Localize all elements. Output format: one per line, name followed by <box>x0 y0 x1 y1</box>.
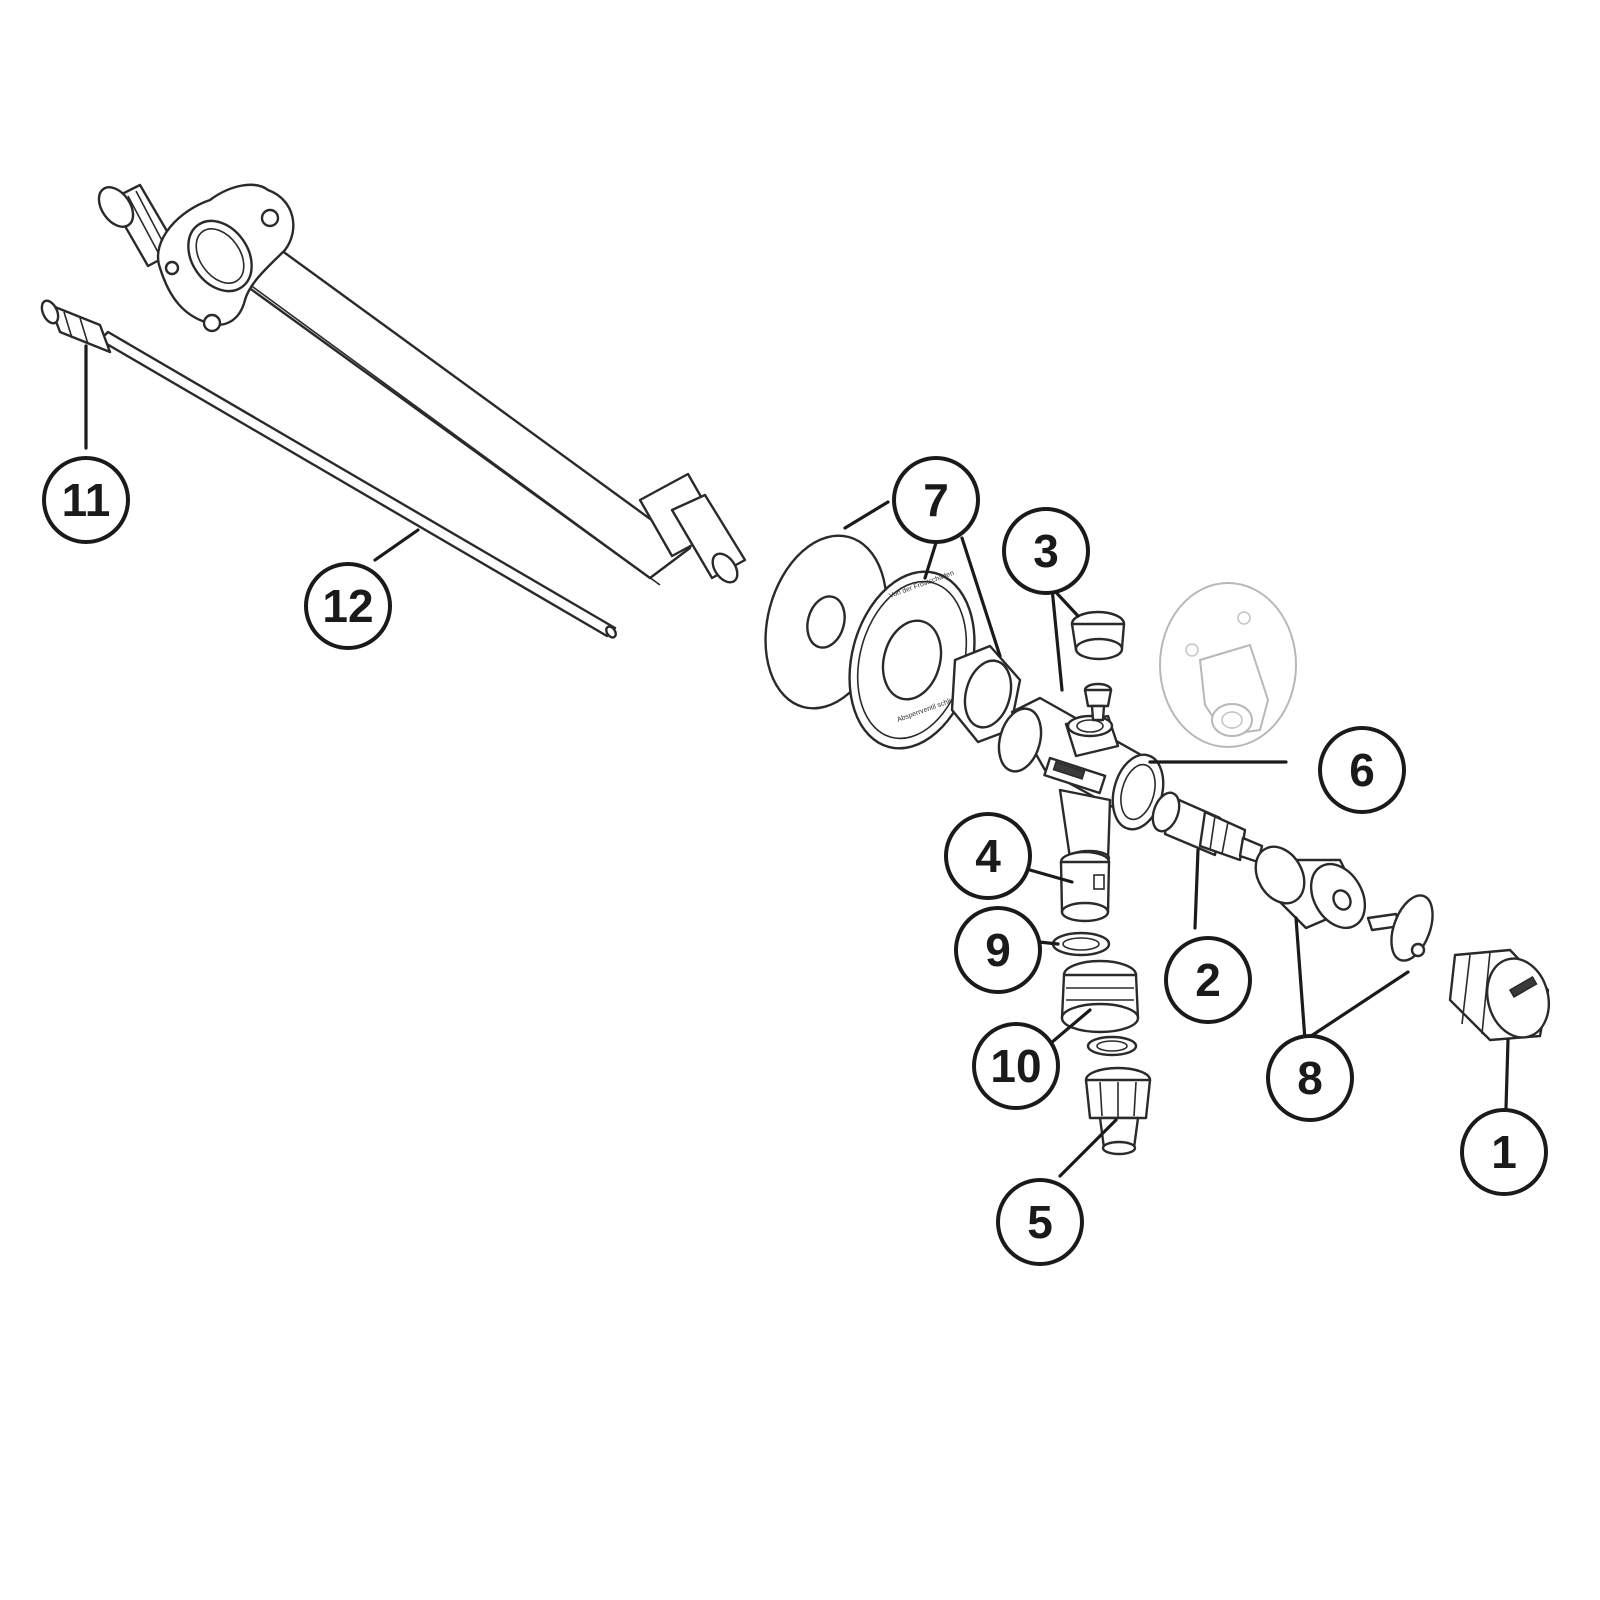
callout-label: 6 <box>1349 744 1375 796</box>
callout-11[interactable]: 11 <box>42 456 130 544</box>
callout-label: 12 <box>322 580 373 632</box>
callout-label: 8 <box>1297 1052 1323 1104</box>
callout-label: 11 <box>62 474 111 526</box>
callout-label: 1 <box>1491 1126 1517 1178</box>
callout-label: 2 <box>1195 954 1221 1006</box>
callout-label: 7 <box>923 474 949 526</box>
threaded-adapter <box>1060 959 1140 1057</box>
cap-insert <box>1070 610 1126 722</box>
callout-7[interactable]: 7 <box>892 456 980 544</box>
callout-8[interactable]: 8 <box>1266 1034 1354 1122</box>
callout-label: 10 <box>990 1040 1041 1092</box>
callout-3[interactable]: 3 <box>1002 507 1090 595</box>
callout-12[interactable]: 12 <box>304 562 392 650</box>
callout-label: 5 <box>1027 1196 1053 1248</box>
hose-connector <box>1084 1066 1152 1156</box>
callout-1[interactable]: 1 <box>1460 1108 1548 1196</box>
callout-label: 4 <box>975 830 1001 882</box>
washer-set: Von der Frostschäden Absperrventil schli… <box>764 534 1022 750</box>
check-valve <box>1059 850 1111 923</box>
callout-label: 9 <box>985 924 1011 976</box>
cartridge <box>1151 791 1264 864</box>
ghost-assembled-preview <box>1159 582 1297 748</box>
knob <box>1448 948 1550 1042</box>
rod-assembly <box>40 299 617 639</box>
callout-label: 3 <box>1033 525 1059 577</box>
callout-6[interactable]: 6 <box>1318 726 1406 814</box>
callout-5[interactable]: 5 <box>996 1178 1084 1266</box>
valve-body <box>997 696 1165 867</box>
callout-9[interactable]: 9 <box>954 906 1042 994</box>
pipe-assembly <box>97 183 747 586</box>
seal-ring <box>1051 931 1111 957</box>
callout-10[interactable]: 10 <box>972 1022 1060 1110</box>
leader-lines <box>84 344 1510 1178</box>
sleeve-and-key <box>1254 845 1434 962</box>
callout-4[interactable]: 4 <box>944 812 1032 900</box>
callout-2[interactable]: 2 <box>1164 936 1252 1024</box>
